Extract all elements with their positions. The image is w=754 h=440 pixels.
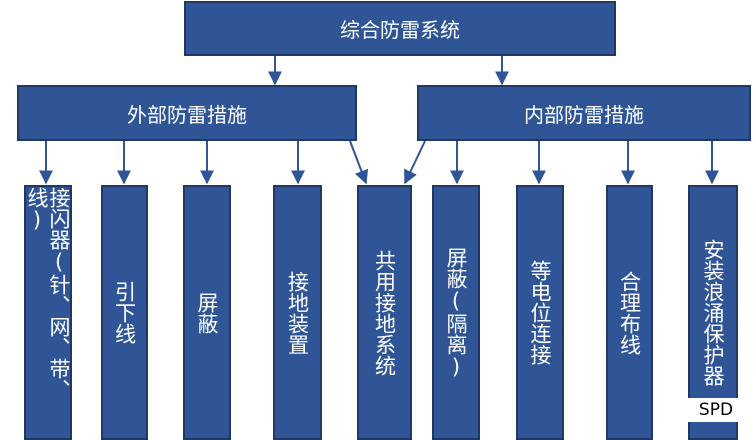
root-label: 综合防雷系统 [340, 18, 460, 42]
internal-item-3: 合理布线 [606, 185, 653, 440]
shared-grounding-label: 共用接地系统 [372, 249, 397, 376]
external-item-4: 接地装置 [273, 185, 322, 440]
internal-item-1-label: 屏蔽(隔离) [444, 246, 469, 379]
spd-label: SPD [686, 398, 746, 422]
external-item-3-label: 屏蔽 [195, 291, 220, 334]
arrow-internal-to-shared [404, 140, 426, 185]
arrow-external-to-shared [349, 140, 369, 185]
external-item-1: 接闪器(针、网、带、线) [24, 185, 72, 440]
internal-item-4-label: 安装浪涌保护器 [701, 239, 726, 386]
external-item-4-label: 接地装置 [285, 270, 310, 355]
root-node: 综合防雷系统 [184, 1, 616, 56]
external-measures-label: 外部防雷措施 [127, 102, 247, 127]
internal-item-1: 屏蔽(隔离) [432, 185, 480, 440]
internal-item-2: 等电位连接 [516, 185, 564, 440]
internal-item-3-label: 合理布线 [617, 270, 642, 355]
external-item-2: 引下线 [101, 185, 148, 440]
external-item-2-label: 引下线 [112, 281, 137, 344]
external-measures-node: 外部防雷措施 [17, 85, 357, 141]
internal-measures-label: 内部防雷措施 [524, 102, 644, 127]
external-item-1-label: 接闪器(针、网、带、线) [25, 187, 72, 400]
internal-item-4: 安装浪涌保护器 [688, 185, 738, 440]
external-item-3: 屏蔽 [183, 185, 231, 440]
internal-item-2-label: 等电位连接 [528, 260, 553, 365]
internal-measures-node: 内部防雷措施 [417, 85, 751, 141]
shared-grounding-node: 共用接地系统 [357, 185, 412, 440]
